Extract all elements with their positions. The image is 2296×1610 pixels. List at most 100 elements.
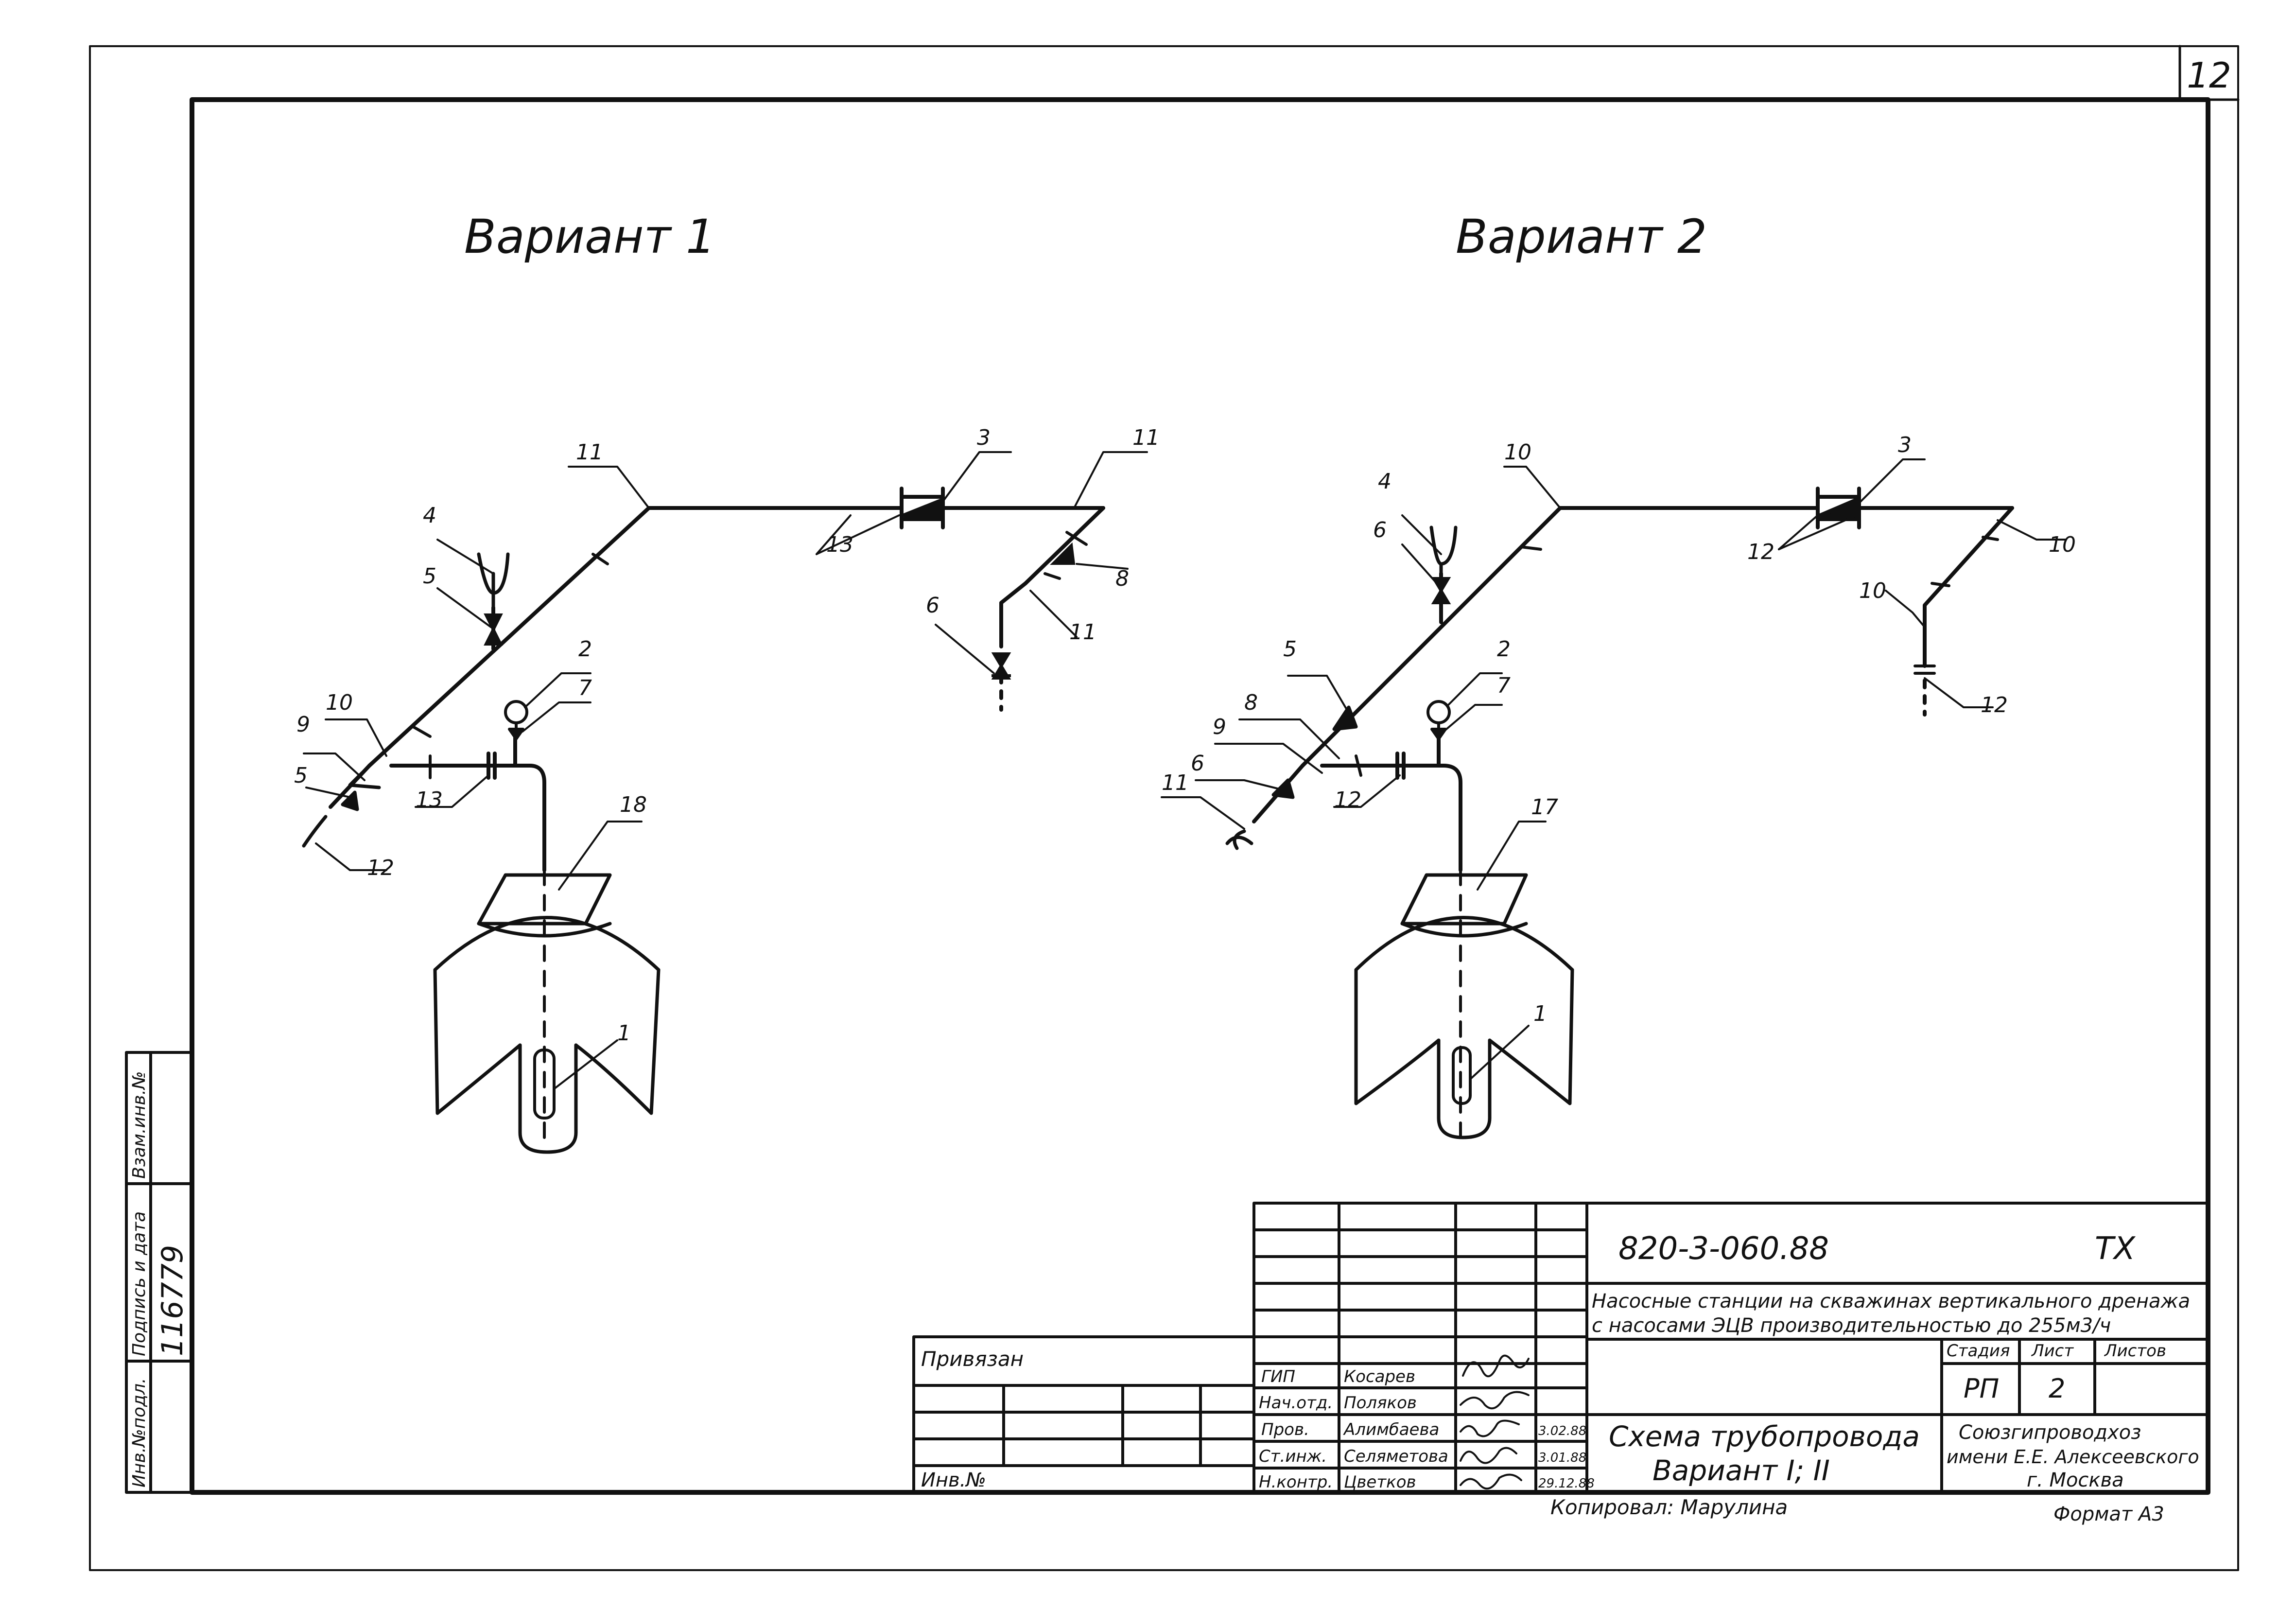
signatures (1460, 1354, 1530, 1490)
sheets-header: Листов (2104, 1341, 2166, 1361)
variant-1-discharge-valves (302, 771, 381, 848)
v2-label-5: 5 (1283, 637, 1297, 662)
v2-label-8: 8 (1244, 690, 1258, 715)
doc-description-line1: Насосные станции на скважинах вертикальн… (1592, 1290, 2190, 1312)
title-block-grid (1252, 1202, 2209, 1494)
v2-label-3: 3 (1898, 433, 1912, 457)
variant-2-air-vent (1429, 525, 1458, 576)
v1-label-10: 10 (326, 690, 353, 715)
v1-label-2: 2 (578, 637, 592, 662)
v2-label-7: 7 (1497, 673, 1511, 698)
v1-label-9: 9 (296, 712, 310, 737)
org-line1: Союзгипроводхоз (1959, 1421, 2141, 1444)
variant-2-title: Вариант 2 (1456, 210, 1707, 264)
variant-1-pressure-gauge (504, 700, 528, 740)
variant-2-pipe-ticks (1355, 536, 1999, 777)
date-5: 29.12.88 (1538, 1476, 1595, 1491)
sheet-value: 2 (2049, 1373, 2065, 1404)
name-1: Косарев (1344, 1367, 1415, 1386)
variant-2-leaders (1161, 458, 2067, 1080)
v1-label-4: 4 (423, 503, 436, 528)
drawing-title-line2: Вариант I; II (1652, 1454, 1830, 1487)
v1-label-8: 8 (1115, 566, 1129, 591)
privyazan-label: Привязан (921, 1347, 1024, 1371)
variant-1-well-casing (433, 916, 661, 1154)
v1-label-7: 7 (578, 676, 592, 700)
title-block-dates: 3.02.88 3.01.88 29.12.88 (1538, 1424, 1595, 1491)
role-st-inzh: Ст.инж. (1259, 1447, 1327, 1466)
variant-1-check-valve (900, 487, 945, 529)
doc-mark: ТХ (2095, 1231, 2136, 1267)
v1-label-12: 12 (367, 856, 394, 880)
variant-1-well-head-plate (477, 869, 612, 1139)
name-4: Селяметова (1344, 1447, 1448, 1466)
org-line3: г. Москва (2027, 1469, 2124, 1491)
variant-2-well-casing (1354, 916, 1574, 1139)
side-stamp-inv-podl: Инв.№подл. (129, 1378, 149, 1488)
variant-2-submersible-pump (1452, 1046, 1472, 1105)
variant-1-submersible-pump (533, 1049, 556, 1120)
variant-2-check-valve (1816, 487, 1861, 529)
name-5: Цветков (1344, 1472, 1416, 1492)
variant-2-pressure-gauge (1426, 700, 1451, 740)
v2-label-12c: 12 (1981, 693, 2008, 718)
org-line2: имени Е.Е. Алексеевского (1947, 1446, 2199, 1468)
v2-label-10c: 10 (1859, 578, 1886, 603)
role-n-kontr: Н.контр. (1259, 1472, 1333, 1492)
drawing-title-line1: Схема трубопровода (1609, 1420, 1920, 1453)
variant-2-discharge-valves (1225, 705, 1358, 850)
name-3: Алимбаева (1343, 1420, 1439, 1439)
variant-1-leaders (303, 451, 1148, 1090)
variant-2-flange-12 (1395, 752, 1406, 780)
v2-label-12a: 12 (1747, 540, 1774, 564)
stage-value: РП (1964, 1373, 1999, 1404)
privyazan-inv: Инв.№ (921, 1469, 986, 1491)
v1-label-18: 18 (620, 792, 647, 817)
variant-1-pipeline (329, 506, 1105, 872)
variant-1-title: Вариант 1 (464, 210, 715, 264)
v1-label-5b: 5 (294, 763, 308, 788)
v1-label-6: 6 (926, 593, 939, 618)
variant-2-pipeline (1252, 506, 2014, 872)
name-2: Поляков (1344, 1393, 1417, 1413)
date-4: 3.01.88 (1538, 1451, 1586, 1465)
variant-1-flange-13 (487, 752, 497, 780)
v2-label-17: 17 (1531, 795, 1558, 820)
side-stamp-podpis-data: Подпись и дата (129, 1211, 149, 1356)
variant-1-diagram: Вариант 1 (294, 210, 1160, 1154)
v2-label-12b: 12 (1334, 788, 1361, 812)
variant-1-check-valve-8 (1050, 542, 1076, 565)
variant-1-position-numbers: 11 3 11 13 8 4 5 6 11 2 7 10 9 5 13 12 1… (294, 425, 1160, 1046)
footer-copied: Копировал: Марулина (1550, 1495, 1788, 1519)
v2-label-10a: 10 (1504, 440, 1531, 465)
variant-1-air-vent (477, 552, 510, 610)
role-nach-otd: Нач.отд. (1259, 1393, 1333, 1413)
variant-1-gate-valves (484, 613, 1011, 680)
variant-2-position-numbers: 10 3 4 6 12 10 10 5 2 7 8 9 6 12 11 12 1… (1162, 433, 2076, 1026)
role-gip: ГИП (1261, 1367, 1295, 1386)
v1-label-11a: 11 (576, 440, 603, 465)
title-block-names: Косарев Поляков Алимбаева Селяметова Цве… (1343, 1367, 1448, 1492)
v2-label-2: 2 (1497, 637, 1511, 662)
variant-2-well-head-plate (1400, 869, 1528, 1139)
v2-label-11: 11 (1162, 770, 1189, 795)
v1-label-1: 1 (617, 1021, 631, 1046)
v1-label-5a: 5 (423, 564, 436, 589)
page-number: 12 (2187, 55, 2231, 96)
footer-format: Формат А3 (2053, 1503, 2164, 1525)
v1-label-3: 3 (977, 425, 991, 450)
sheet-header: Лист (2031, 1341, 2074, 1361)
stage-header: Стадия (1947, 1341, 2010, 1361)
v2-label-6a: 6 (1373, 518, 1387, 542)
date-3: 3.02.88 (1538, 1424, 1586, 1438)
variant-2-diagram: Вариант 2 (1161, 210, 2076, 1139)
sheet-frame (89, 45, 2240, 1571)
side-stamp (125, 1051, 193, 1494)
doc-code: 820-3-060.88 (1618, 1231, 1829, 1267)
doc-description-line2: с насосами ЭЦВ производительностью до 25… (1592, 1314, 2111, 1337)
variant-1-pipe-ticks (412, 553, 1061, 779)
v2-label-9: 9 (1213, 715, 1226, 739)
v1-label-13a: 13 (826, 532, 853, 557)
